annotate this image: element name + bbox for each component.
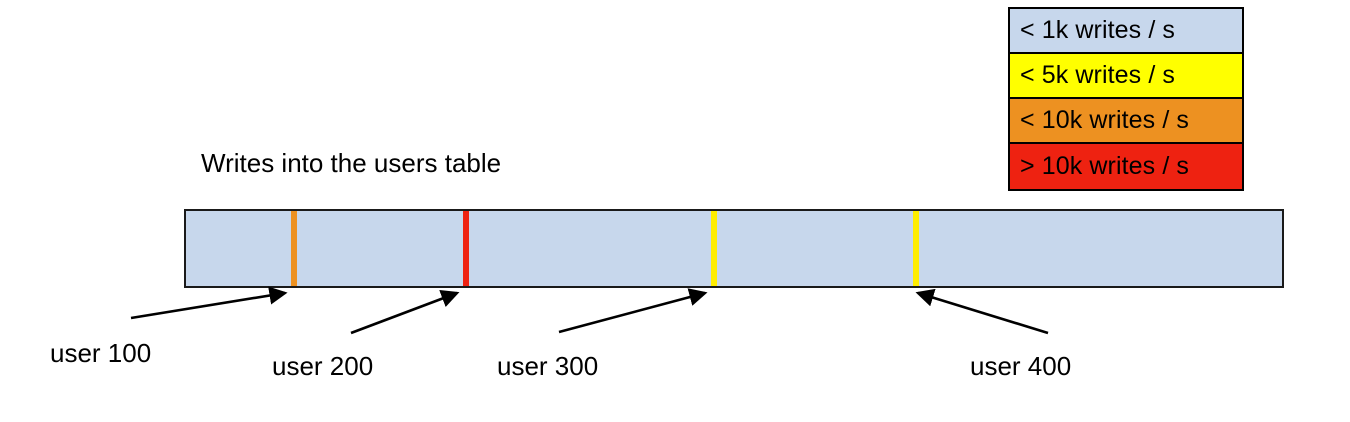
arrow-user-300	[558, 288, 708, 334]
legend-label-under-1k: < 1k writes / s	[1020, 16, 1176, 44]
pointer-label-user-200: user 200	[272, 351, 374, 381]
pointer-label-user-100: user 100	[50, 338, 152, 368]
keyspace-bar	[184, 209, 1284, 288]
arrow-user-100	[130, 286, 288, 320]
legend-row-under-1k: < 1k writes / s	[1010, 9, 1242, 54]
legend-row-under-5k: < 5k writes / s	[1010, 54, 1242, 99]
legend-row-over-10k: > 10k writes / s	[1010, 144, 1242, 189]
legend-label-under-10k: < 10k writes / s	[1020, 106, 1190, 134]
pointer-label-user-300: user 300	[497, 351, 599, 381]
legend-label-over-10k: > 10k writes / s	[1020, 152, 1190, 180]
arrow-user-400	[915, 288, 1049, 335]
marker-user-400	[913, 211, 919, 286]
marker-user-200	[463, 211, 469, 286]
legend: < 1k writes / s < 5k writes / s < 10k wr…	[1008, 7, 1244, 191]
legend-row-under-10k: < 10k writes / s	[1010, 99, 1242, 144]
marker-user-300	[711, 211, 717, 286]
chart-title: Writes into the users table	[201, 148, 502, 178]
legend-label-under-5k: < 5k writes / s	[1020, 61, 1176, 89]
marker-user-100	[291, 211, 297, 286]
pointer-label-user-400: user 400	[970, 351, 1072, 381]
arrow-user-200	[350, 289, 460, 335]
